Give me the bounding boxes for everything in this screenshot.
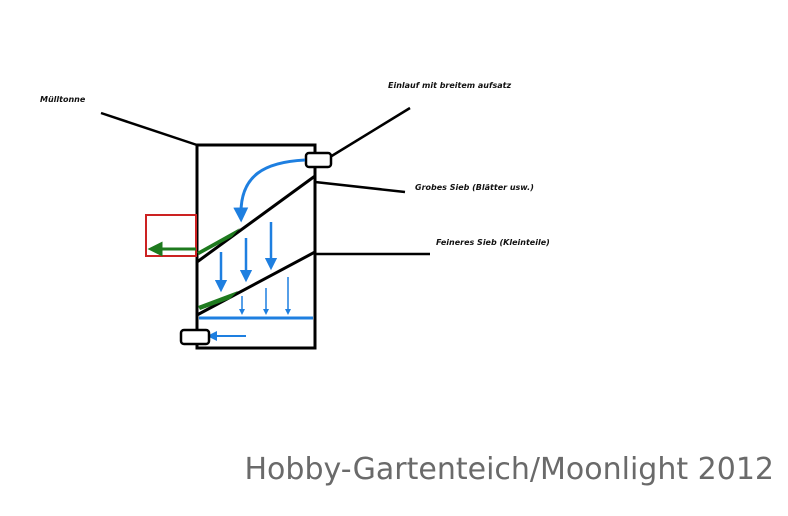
- debris-outlet-box: [145, 214, 197, 257]
- muelltonne-label: Mülltonne: [40, 95, 86, 104]
- inlet-label: Einlauf mit breitem aufsatz: [388, 81, 512, 90]
- coarse-sieve-label: Grobes Sieb (Blätter usw.): [415, 183, 534, 192]
- coarse-debris-wedge: [197, 228, 240, 255]
- outlet-connector: [179, 328, 211, 346]
- inflow-curve-arrow: [233, 158, 306, 223]
- watermark-text: Hobby-Gartenteich/Moonlight 2012: [244, 452, 775, 487]
- coarse-sieve: [196, 174, 316, 264]
- fine-debris-wedge: [198, 291, 238, 310]
- inlet-connector: [304, 151, 333, 169]
- muelltonne-leader-line: [100, 111, 198, 147]
- fine-sieve: [196, 250, 316, 317]
- coarse-sieve-leader-line: [314, 180, 406, 194]
- fine-sieve-label: Feineres Sieb (Kleinteile): [436, 238, 550, 247]
- inlet-leader-line: [329, 106, 411, 159]
